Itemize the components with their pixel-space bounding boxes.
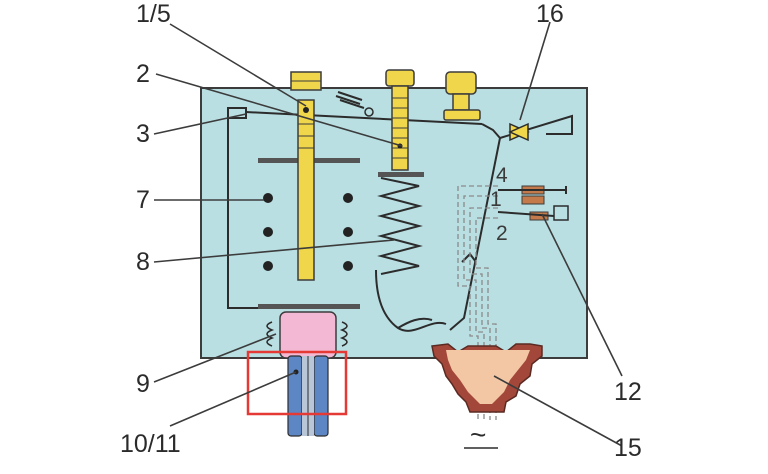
leader-lines — [153, 21, 623, 447]
label-1-5: 1/5 — [136, 0, 171, 28]
label-2: 2 — [136, 60, 150, 88]
label-15: 15 — [614, 434, 642, 462]
contact-label-1: 1 — [490, 188, 502, 211]
label-12: 12 — [614, 378, 642, 406]
left-spring-bottom-plate — [258, 304, 360, 309]
snap-mechanism — [375, 114, 573, 332]
ac-symbol: ~ — [470, 419, 486, 450]
contact-block — [497, 185, 569, 221]
spring-seat-top — [378, 172, 424, 177]
label-9: 9 — [136, 370, 150, 398]
internal-wiring — [457, 185, 498, 420]
contact-label-4: 4 — [496, 164, 508, 187]
contact-label-2: 2 — [496, 222, 508, 245]
pressure-connection — [287, 355, 329, 437]
bellows — [266, 311, 348, 359]
spring-coil-section — [263, 193, 353, 271]
label-3: 3 — [136, 120, 150, 148]
highlight-box — [246, 350, 348, 416]
pressure-rod — [297, 99, 315, 281]
label-8: 8 — [136, 248, 150, 276]
cable-gland — [431, 343, 543, 413]
top-screw-left — [290, 71, 322, 91]
top-screw-middle — [385, 69, 415, 87]
main-spring — [377, 177, 423, 275]
label-16: 16 — [536, 0, 564, 28]
label-10-11: 10/11 — [120, 430, 181, 458]
label-7: 7 — [136, 186, 150, 214]
differential-spring — [335, 91, 374, 117]
top-screw-right — [443, 71, 481, 121]
